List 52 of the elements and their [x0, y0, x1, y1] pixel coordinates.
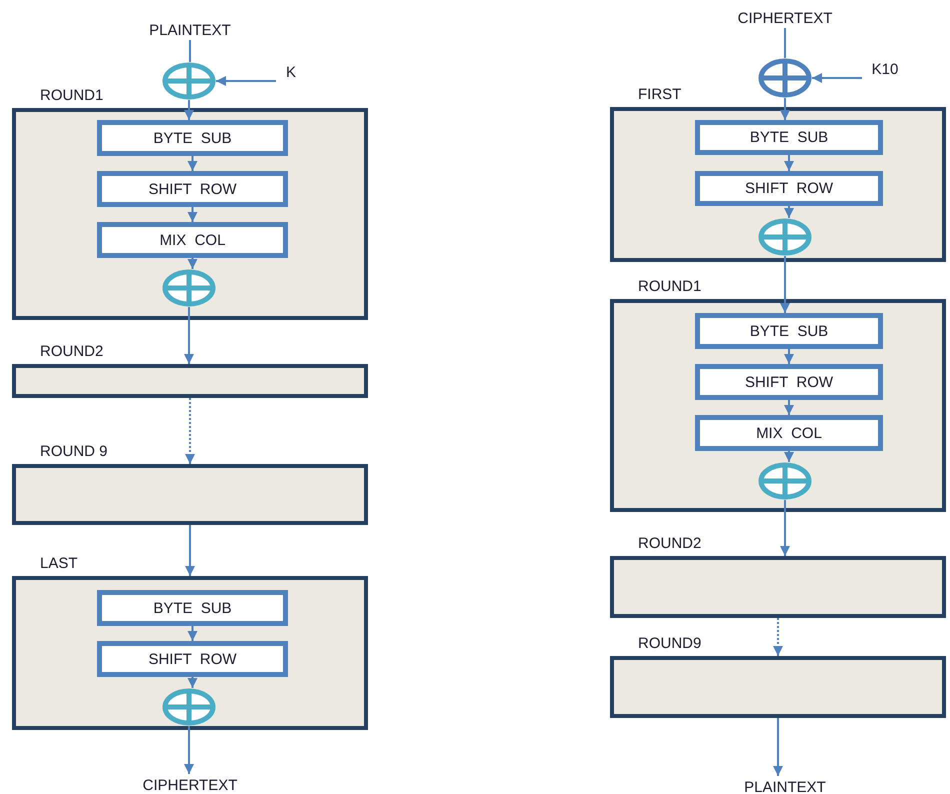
arrow [784, 400, 794, 415]
arrow [780, 98, 790, 120]
step-box: MIX COL [695, 415, 883, 451]
xor-symbol [758, 462, 812, 500]
round-label: LAST [40, 555, 78, 572]
step-box: BYTE SUB [97, 120, 288, 156]
round-label: ROUND9 [638, 635, 702, 652]
step-box: BYTE SUB [97, 590, 288, 626]
step-box: SHIFT ROW [695, 364, 883, 400]
arrow [184, 100, 194, 120]
step-box: MIX COL [97, 222, 288, 258]
arrow [812, 73, 862, 83]
text-label: PLAINTEXT [725, 776, 845, 794]
arrow [784, 451, 794, 462]
round-label: ROUND2 [638, 535, 702, 552]
step-box: BYTE SUB [695, 313, 883, 349]
step-box: SHIFT ROW [97, 171, 288, 207]
text-label: PLAINTEXT [140, 20, 240, 40]
round-label: ROUND1 [638, 278, 702, 295]
step-box: SHIFT ROW [97, 641, 288, 677]
xor-symbol [162, 62, 216, 100]
xor-symbol [758, 58, 812, 98]
arrow [185, 398, 195, 464]
text-label: K [276, 62, 306, 82]
step-box: SHIFT ROW [695, 171, 883, 206]
arrow [184, 307, 194, 364]
arrow [184, 726, 194, 774]
text-label: CIPHERTEXT [725, 8, 845, 28]
arrow [185, 525, 195, 576]
arrow [780, 256, 790, 313]
arrow [784, 349, 794, 364]
text-label: K10 [862, 58, 908, 80]
xor-symbol [758, 218, 812, 256]
arrow [188, 207, 198, 222]
arrow [780, 500, 790, 556]
arrow [784, 155, 794, 171]
step-box: BYTE SUB [695, 120, 883, 155]
round-label: ROUND 9 [40, 443, 108, 460]
arrow [784, 206, 794, 218]
arrow [216, 76, 276, 86]
arrow [773, 618, 783, 656]
round-label: FIRST [638, 86, 682, 103]
round-label: ROUND2 [40, 343, 104, 360]
arrow [188, 258, 198, 269]
arrow [188, 677, 198, 688]
round-label: ROUND1 [40, 87, 104, 104]
arrow [188, 156, 198, 171]
xor-symbol [162, 688, 216, 726]
arrow [188, 626, 198, 641]
text-label: CIPHERTEXT [130, 774, 250, 794]
xor-symbol [162, 269, 216, 307]
arrow [773, 718, 783, 776]
